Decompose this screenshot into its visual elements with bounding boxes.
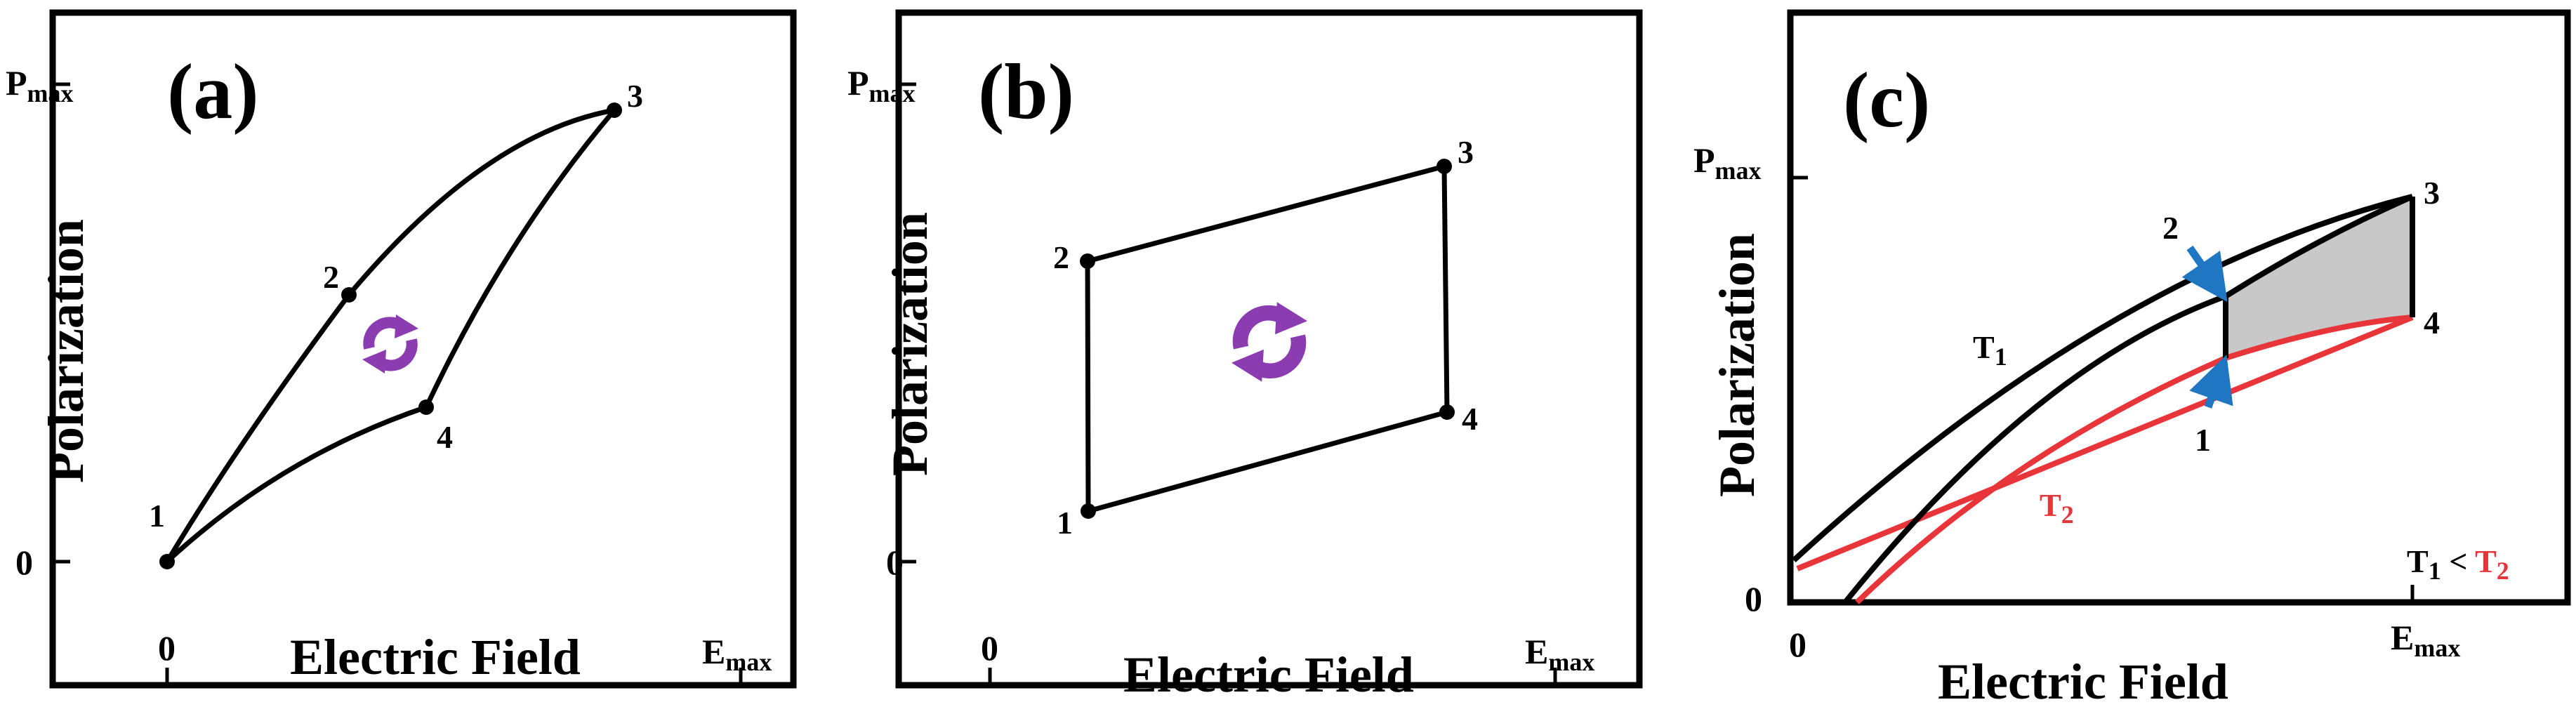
point-4-label: 4 — [1462, 401, 1478, 437]
y-tick-max-label: Pmax — [6, 63, 74, 107]
relation-label: T1 < T2 — [2407, 543, 2509, 585]
point-4 — [1439, 404, 1455, 420]
point-1-label: 1 — [2195, 422, 2211, 458]
point-1-label: 1 — [1057, 505, 1073, 541]
point-1 — [159, 554, 175, 569]
point-2-label: 2 — [2162, 210, 2179, 246]
point-1-label: 1 — [149, 498, 165, 534]
t1-upper-curve — [1792, 194, 2413, 562]
y-tick-zero-label: 0 — [15, 543, 33, 582]
x-tick-zero-label: 0 — [981, 628, 998, 668]
panel-b-frame — [895, 9, 1643, 689]
point-2-label: 2 — [1053, 239, 1069, 275]
panel-a-label: (a) — [167, 48, 259, 135]
panel-c-label: (c) — [1843, 57, 1930, 144]
t2-lower-curve — [1855, 315, 2413, 604]
t1-lower-curve — [1842, 194, 2414, 604]
point-2-label: 2 — [323, 259, 339, 295]
panel-c: (c) Pmax 0 0 Emax Electric Field Polariz… — [1693, 9, 2571, 710]
point-3-label: 3 — [627, 78, 643, 114]
point-3 — [1436, 159, 1452, 174]
x-tick-max-label: Emax — [702, 632, 772, 676]
cycle-path-1-2-3 — [164, 107, 615, 563]
point-1 — [1081, 503, 1096, 519]
x-tick-max-label: Emax — [2391, 618, 2460, 662]
point-4-label: 4 — [437, 419, 453, 455]
t2-label: T2 — [2040, 487, 2074, 529]
panel-b: (b) Pmax 0 0 Emax Electric Field Polariz… — [847, 9, 1643, 703]
panel-c-frame — [1787, 9, 2571, 606]
panel-a: (a) Pmax 0 0 Emax Electric Field Polariz… — [6, 9, 797, 689]
arrow-point-1 — [2189, 355, 2233, 409]
panel-a-frame — [49, 9, 797, 689]
y-axis-label: Polarization — [882, 212, 938, 476]
arrow-point-2 — [2181, 245, 2228, 303]
cycle-icon — [1231, 302, 1307, 381]
t2-upper-curve — [1796, 315, 2414, 571]
x-axis-label: Electric Field — [290, 629, 581, 685]
point-2 — [1080, 253, 1095, 269]
cycle-icon — [362, 315, 418, 373]
point-4-label: 4 — [2424, 305, 2440, 340]
y-tick-zero-label: 0 — [1745, 579, 1762, 619]
panel-b-label: (b) — [978, 48, 1074, 135]
point-2 — [341, 287, 357, 303]
x-axis-label: Electric Field — [1938, 654, 2228, 710]
shaded-work-region — [2226, 197, 2412, 358]
x-axis-label: Electric Field — [1123, 647, 1414, 703]
y-tick-max-label: Pmax — [847, 63, 916, 107]
cycle-path-4-1 — [165, 404, 428, 564]
cycle-path-3-4 — [423, 108, 616, 409]
x-tick-zero-label: 0 — [158, 628, 176, 668]
y-tick-max-label: Pmax — [1693, 140, 1762, 185]
point-4 — [418, 399, 434, 415]
y-axis-label: Polarization — [38, 219, 94, 483]
point-3-label: 3 — [1458, 134, 1474, 170]
t1-label: T1 — [1973, 329, 2007, 371]
x-tick-zero-label: 0 — [1789, 625, 1806, 664]
y-tick-zero-label: 0 — [886, 543, 904, 582]
point-3 — [607, 102, 622, 118]
point-3-label: 3 — [2424, 175, 2440, 211]
y-axis-label: Polarization — [1709, 233, 1765, 497]
x-tick-max-label: Emax — [1525, 632, 1594, 676]
cycle-path — [1085, 164, 1450, 514]
